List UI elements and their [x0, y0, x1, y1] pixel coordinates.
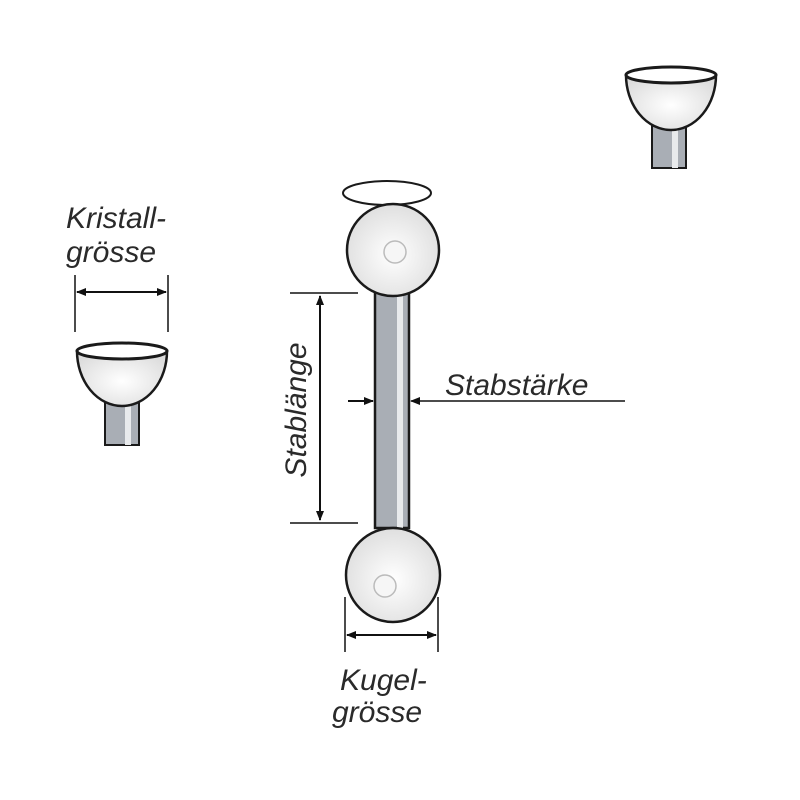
crystal-size-dimension	[74, 275, 169, 332]
crystal-size-label-line1: Kristall-	[66, 202, 166, 235]
rod-length-dimension	[290, 292, 358, 524]
crystal-size-label-line2: grösse	[66, 236, 156, 269]
rod-length-label: Stablänge	[280, 342, 313, 477]
ball-size-label-line2: grösse	[332, 696, 422, 729]
ball-size-label-line1: Kugel-	[340, 664, 427, 697]
barbell	[342, 180, 442, 624]
ball-size-dimension	[344, 597, 439, 652]
rod-thickness-label: Stabstärke	[445, 369, 588, 402]
crystal-cup-left	[75, 341, 169, 446]
crystal-cup-top-right	[624, 65, 718, 169]
